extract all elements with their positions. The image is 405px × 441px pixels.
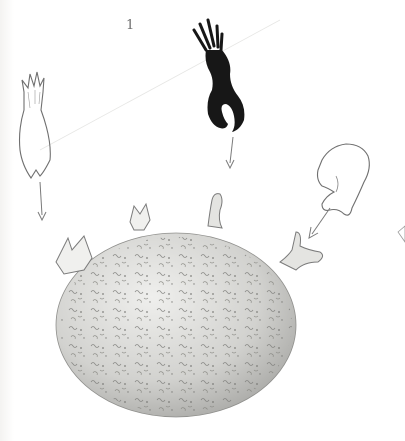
speckled-host-body xyxy=(56,233,296,417)
faint-guide-line xyxy=(40,20,280,150)
attached-branch-right xyxy=(280,232,323,270)
right-curled-form xyxy=(318,144,370,215)
attached-stalk-top xyxy=(208,194,222,228)
attached-crown-top xyxy=(130,204,150,230)
black-flagellate-form xyxy=(194,20,244,132)
arrow-down-icon xyxy=(38,182,46,220)
page-edge-fragment xyxy=(398,226,405,242)
arrow-down-icon xyxy=(226,137,234,168)
arrow-down-left-icon xyxy=(309,208,330,238)
left-outline-form xyxy=(20,72,51,178)
